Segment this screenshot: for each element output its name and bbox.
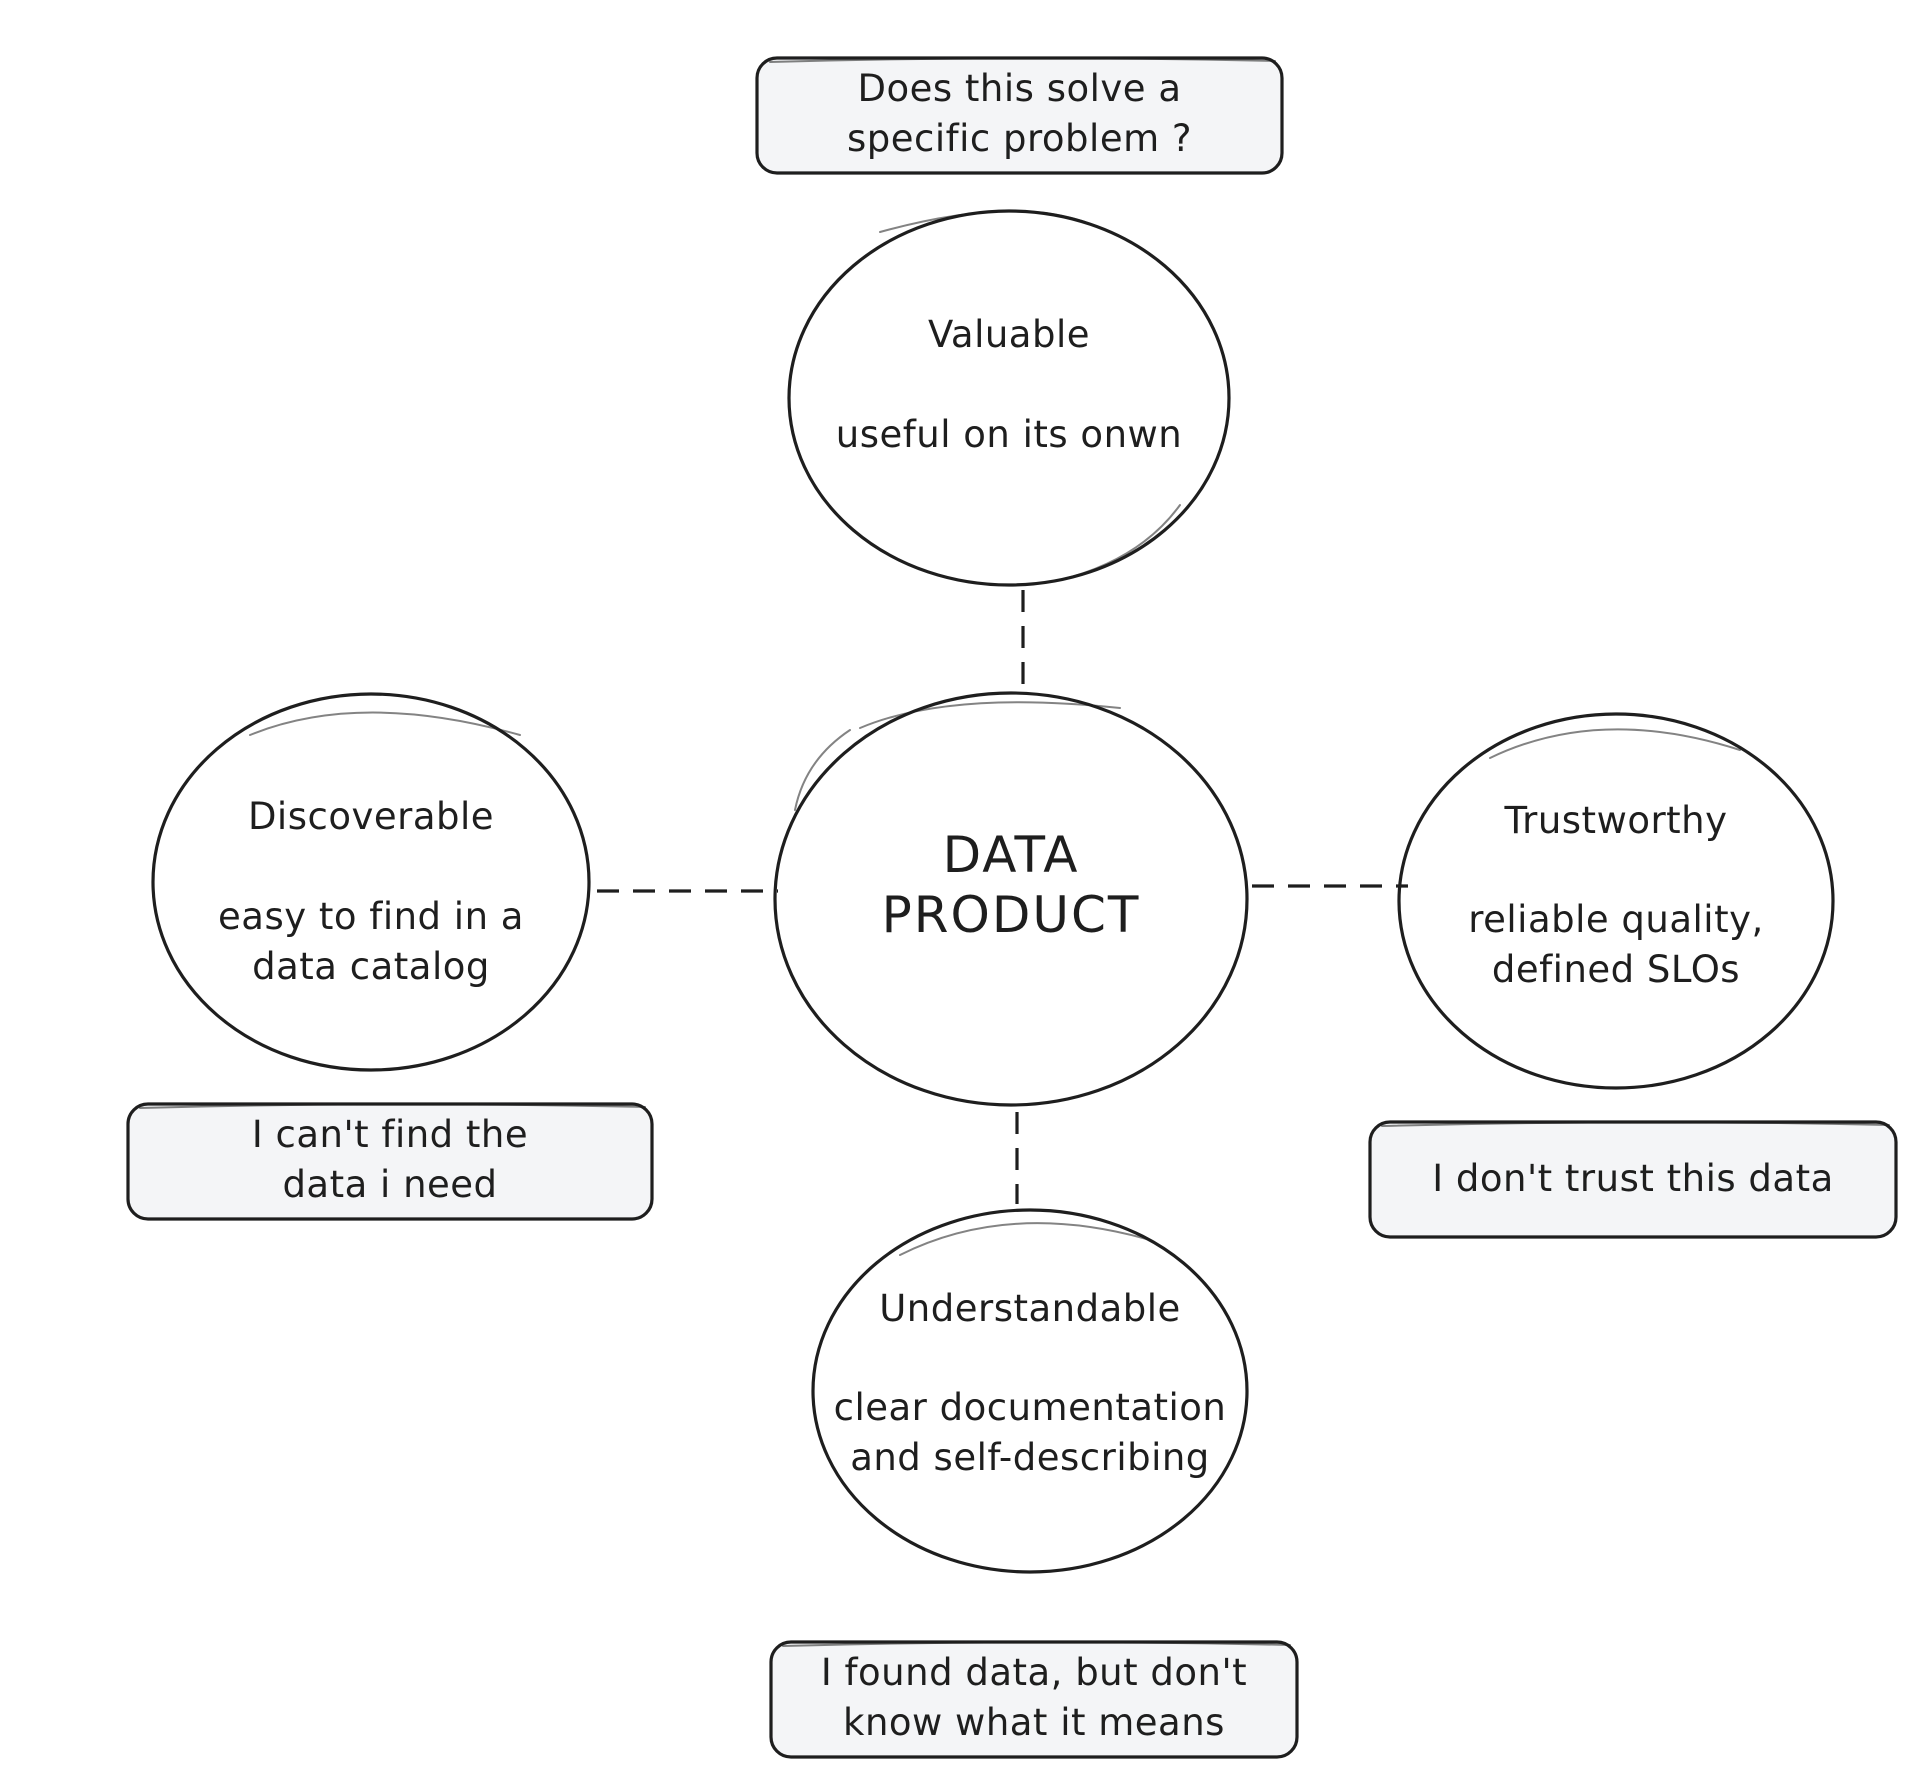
question-discoverable: I can't find the data i need	[128, 1110, 652, 1210]
question-box-understandable	[769, 1640, 1299, 1759]
question-valuable-line2: specific problem ?	[846, 116, 1193, 160]
question-discoverable-line2: data i need	[282, 1162, 498, 1206]
circle-discoverable	[151, 692, 591, 1072]
trustworthy-description: reliable quality, defined SLOs	[1399, 895, 1833, 995]
understandable-description-line1: clear documentation	[833, 1386, 1227, 1429]
question-discoverable-line1: I can't find the	[251, 1113, 529, 1156]
question-understandable: I found data, but don't know what it mea…	[771, 1648, 1297, 1748]
question-understandable-line1: I found data, but don't	[820, 1651, 1248, 1694]
valuable-description: useful on its onwn	[835, 413, 1183, 456]
trustworthy-description-line2: defined SLOs	[1491, 947, 1741, 991]
question-valuable-line1: Does this solve a	[857, 67, 1182, 110]
valuable-title: Valuable	[927, 313, 1091, 356]
data-product-title: DATA PRODUCT	[775, 825, 1247, 945]
data-product-line1: DATA	[942, 826, 1080, 884]
question-box-valuable	[755, 56, 1284, 175]
circle-understandable	[811, 1208, 1249, 1574]
discoverable-description-line1: easy to find in a	[218, 895, 524, 938]
circle-data-product	[773, 691, 1249, 1107]
question-box-discoverable	[126, 1102, 654, 1221]
understandable-description: clear documentation and self-describing	[813, 1383, 1247, 1483]
question-box-trustworthy	[1368, 1120, 1898, 1239]
circle-trustworthy	[1397, 712, 1835, 1090]
trustworthy-title: Trustworthy	[1504, 799, 1728, 842]
discoverable-description: easy to find in a data catalog	[153, 892, 589, 992]
question-trustworthy-line: I don't trust this data	[1432, 1157, 1834, 1200]
question-understandable-line2: know what it means	[843, 1700, 1225, 1744]
trustworthy-description-line1: reliable quality,	[1468, 898, 1764, 941]
question-valuable: Does this solve a specific problem ?	[757, 64, 1282, 164]
question-trustworthy: I don't trust this data	[1370, 1154, 1896, 1204]
data-product-line2: PRODUCT	[881, 886, 1141, 944]
discoverable-description-line2: data catalog	[252, 944, 490, 988]
circle-valuable	[787, 209, 1231, 587]
understandable-title: Understandable	[879, 1287, 1181, 1330]
discoverable-title: Discoverable	[247, 795, 495, 838]
understandable-description-line2: and self-describing	[850, 1435, 1210, 1479]
